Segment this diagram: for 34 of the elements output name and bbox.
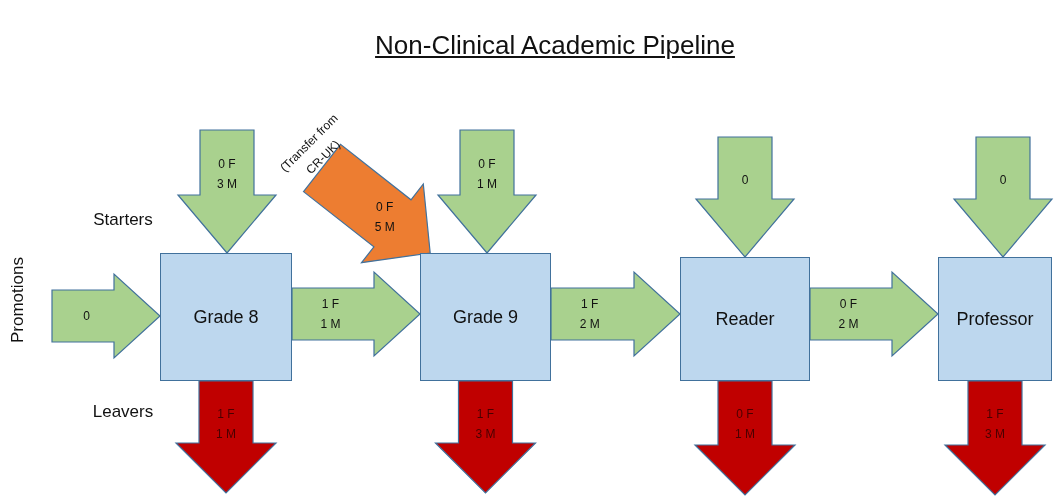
block-arrow — [51, 272, 161, 360]
block-arrow — [809, 270, 939, 358]
block-arrow — [436, 129, 538, 254]
edge-label: 0 F 3 M — [216, 156, 238, 194]
row-label: Promotions — [8, 257, 28, 343]
diagram-title: Non-Clinical Academic Pipeline — [374, 30, 736, 61]
block-arrow — [943, 380, 1047, 496]
row-label: Leavers — [92, 402, 154, 422]
edge-label: 1 F 1 M — [319, 296, 342, 333]
block-arrow — [176, 129, 278, 254]
edge-label: 1 F 1 M — [215, 405, 237, 443]
block-arrow — [434, 380, 537, 494]
block-arrow — [291, 270, 421, 358]
block-arrow — [302, 143, 431, 264]
edge-label: 0 F 2 M — [837, 296, 860, 333]
edge-label: 0 F 1 M — [476, 156, 498, 194]
block-arrow — [550, 270, 681, 358]
grade-box: Professor — [938, 257, 1052, 381]
block-arrow — [952, 136, 1054, 258]
block-arrow — [693, 380, 797, 496]
edge-label: 0 F 1 M — [734, 406, 756, 444]
grade-box: Grade 8 — [160, 253, 292, 381]
grade-box: Reader — [680, 257, 810, 381]
grade-box: Grade 9 — [420, 253, 551, 381]
edge-label: 0 — [82, 308, 91, 325]
edge-label: 0 — [998, 172, 1008, 190]
edge-label: 1 F 2 M — [578, 296, 601, 333]
block-arrow — [694, 136, 796, 258]
edge-label: 0 — [740, 172, 750, 190]
row-label: Starters — [93, 210, 153, 230]
edge-label: 1 F 3 M — [984, 406, 1006, 444]
edge-label: 0 F 5 M — [373, 199, 396, 237]
block-arrow — [174, 380, 278, 494]
edge-label: 1 F 3 M — [474, 405, 497, 443]
